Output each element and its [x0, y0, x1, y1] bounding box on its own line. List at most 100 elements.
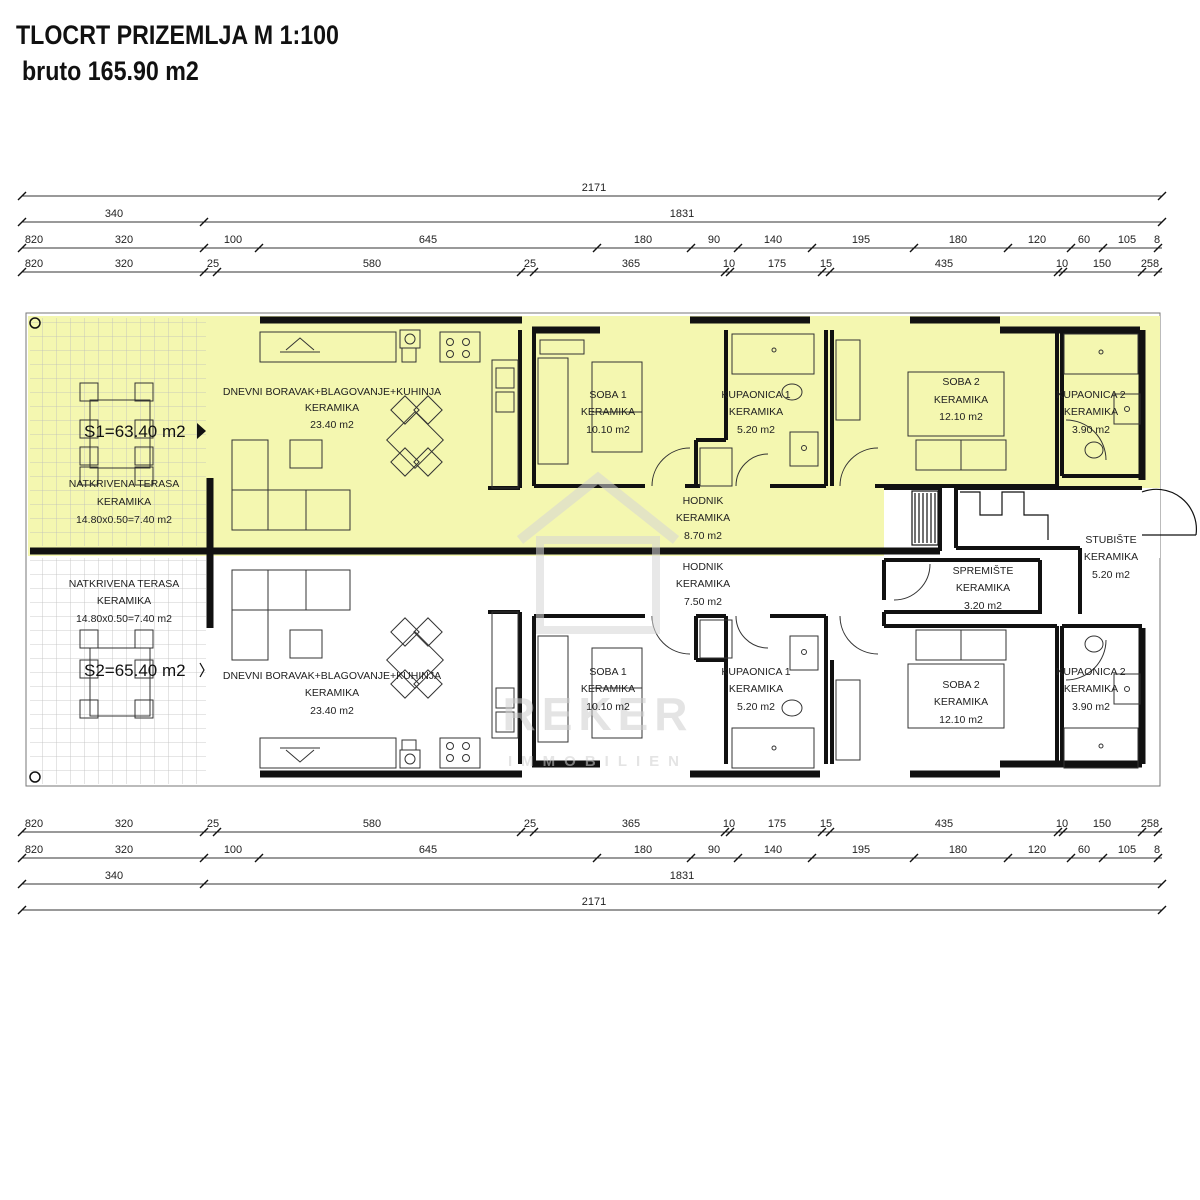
- room-name: NATKRIVENA TERASA: [69, 578, 179, 590]
- terrace-bottom-grid: [30, 558, 206, 784]
- room-labels-unit-1: NATKRIVENA TERASA KERAMIKA 14.80x0.50=7.…: [69, 376, 1126, 542]
- room-floor: KERAMIKA: [676, 578, 730, 590]
- dim-label: 820: [25, 234, 43, 246]
- room-floor: KERAMIKA: [581, 683, 635, 695]
- room-floor: KERAMIKA: [934, 394, 988, 406]
- room-name: STUBIŠTE: [1085, 533, 1136, 546]
- room-floor: KERAMIKA: [934, 696, 988, 708]
- room-floor: KERAMIKA: [1064, 406, 1118, 418]
- room-area: 14.80x0.50=7.40 m2: [76, 613, 172, 625]
- dim-label: 10: [1056, 258, 1068, 270]
- dim-label: 195: [852, 844, 870, 856]
- dim-label: 320: [115, 234, 133, 246]
- room-floor: KERAMIKA: [97, 496, 151, 508]
- dim-total-top: 2171: [582, 182, 606, 194]
- dim-label: 320: [115, 258, 133, 270]
- dim-label: 60: [1078, 234, 1090, 246]
- dim-label: 1831: [670, 208, 694, 220]
- dim-label: 120: [1028, 844, 1046, 856]
- dim-label: 90: [708, 844, 720, 856]
- room-name: DNEVNI BORAVAK+BLAGOVANJE+KUHINJA: [223, 386, 441, 398]
- dim-label: 150: [1093, 818, 1111, 830]
- room-floor: KERAMIKA: [729, 406, 783, 418]
- dim-label: 258: [1141, 258, 1159, 270]
- room-area: 5.20 m2: [737, 701, 775, 713]
- terrace-top-grid: [30, 318, 206, 546]
- dim-label: 340: [105, 870, 123, 882]
- room-name: SOBA 2: [942, 376, 980, 388]
- dim-label: 15: [820, 818, 832, 830]
- dim-label: 258: [1141, 818, 1159, 830]
- unit-2-arrow-icon: [199, 662, 205, 678]
- room-floor: KERAMIKA: [956, 582, 1010, 594]
- dimension-lines-bottom: [22, 831, 1162, 911]
- room-area: 5.20 m2: [737, 424, 775, 436]
- dim-label: 25: [524, 258, 536, 270]
- column-marker: [29, 771, 41, 783]
- dimension-ticks-bottom: [17, 827, 1167, 915]
- dim-label: 90: [708, 234, 720, 246]
- dim-label: 1831: [670, 870, 694, 882]
- room-floor: KERAMIKA: [729, 683, 783, 695]
- room-area: 7.50 m2: [684, 596, 722, 608]
- room-floor: KERAMIKA: [1084, 551, 1138, 563]
- watermark-tagline: IMMOBILIEN: [508, 753, 688, 770]
- dim-label: 15: [820, 258, 832, 270]
- dim-label: 140: [764, 234, 782, 246]
- room-name: SOBA 1: [589, 389, 627, 401]
- dim-label: 320: [115, 818, 133, 830]
- room-area: 23.40 m2: [310, 705, 354, 717]
- room-floor: KERAMIKA: [1064, 683, 1118, 695]
- room-area: 23.40 m2: [310, 419, 354, 431]
- dim-label: 25: [207, 258, 219, 270]
- room-labels-unit-2: NATKRIVENA TERASA KERAMIKA 14.80x0.50=7.…: [69, 533, 1138, 726]
- dimension-ticks-top: [17, 191, 1167, 277]
- watermark-brand: REKER: [502, 688, 693, 740]
- room-name: SOBA 1: [589, 666, 627, 678]
- dim-label: 435: [935, 258, 953, 270]
- dim-label: 180: [634, 844, 652, 856]
- room-area: 12.10 m2: [939, 714, 983, 726]
- room-area: 8.70 m2: [684, 530, 722, 542]
- room-name: SOBA 2: [942, 679, 980, 691]
- dim-label: 8: [1154, 844, 1160, 856]
- dim-label: 580: [363, 258, 381, 270]
- dim-total-bottom: 2171: [582, 896, 606, 908]
- dim-label: 25: [207, 818, 219, 830]
- room-area: 10.10 m2: [586, 424, 630, 436]
- dim-label: 60: [1078, 844, 1090, 856]
- dim-label: 8: [1154, 234, 1160, 246]
- dim-label: 820: [25, 818, 43, 830]
- dim-label: 175: [768, 258, 786, 270]
- dim-label: 175: [768, 818, 786, 830]
- dim-label: 140: [764, 844, 782, 856]
- gross-area: bruto 165.90 m2: [22, 56, 199, 86]
- room-area: 3.90 m2: [1072, 424, 1110, 436]
- room-area: 14.80x0.50=7.40 m2: [76, 514, 172, 526]
- room-name: KUPAONICA 2: [1056, 389, 1125, 401]
- dim-label: 365: [622, 818, 640, 830]
- room-floor: KERAMIKA: [305, 687, 359, 699]
- dim-label: 820: [25, 844, 43, 856]
- dim-label: 580: [363, 818, 381, 830]
- dim-label: 100: [224, 844, 242, 856]
- stair-treads: [911, 488, 1198, 546]
- dim-label: 120: [1028, 234, 1046, 246]
- unit-1-arrow-icon: [197, 423, 206, 439]
- dim-label: 320: [115, 844, 133, 856]
- watermark: REKER IMMOBILIEN: [502, 471, 693, 770]
- dim-label: 10: [1056, 818, 1068, 830]
- dimension-labels-top: 2171 340 1831 820 320 100 645 180 90 140…: [25, 182, 1160, 270]
- dim-label: 645: [419, 844, 437, 856]
- dim-label: 180: [634, 234, 652, 246]
- dim-label: 435: [935, 818, 953, 830]
- dim-label: 180: [949, 234, 967, 246]
- dim-label: 10: [723, 818, 735, 830]
- dim-label: 820: [25, 258, 43, 270]
- room-name: KUPAONICA 2: [1056, 666, 1125, 678]
- room-area: 10.10 m2: [586, 701, 630, 713]
- furniture-unit-1: [79, 329, 1141, 531]
- dim-label: 10: [723, 258, 735, 270]
- dimension-labels-bottom: 820 320 25 580 25 365 10 175 15 435 10 1…: [25, 818, 1160, 908]
- room-area: 12.10 m2: [939, 411, 983, 423]
